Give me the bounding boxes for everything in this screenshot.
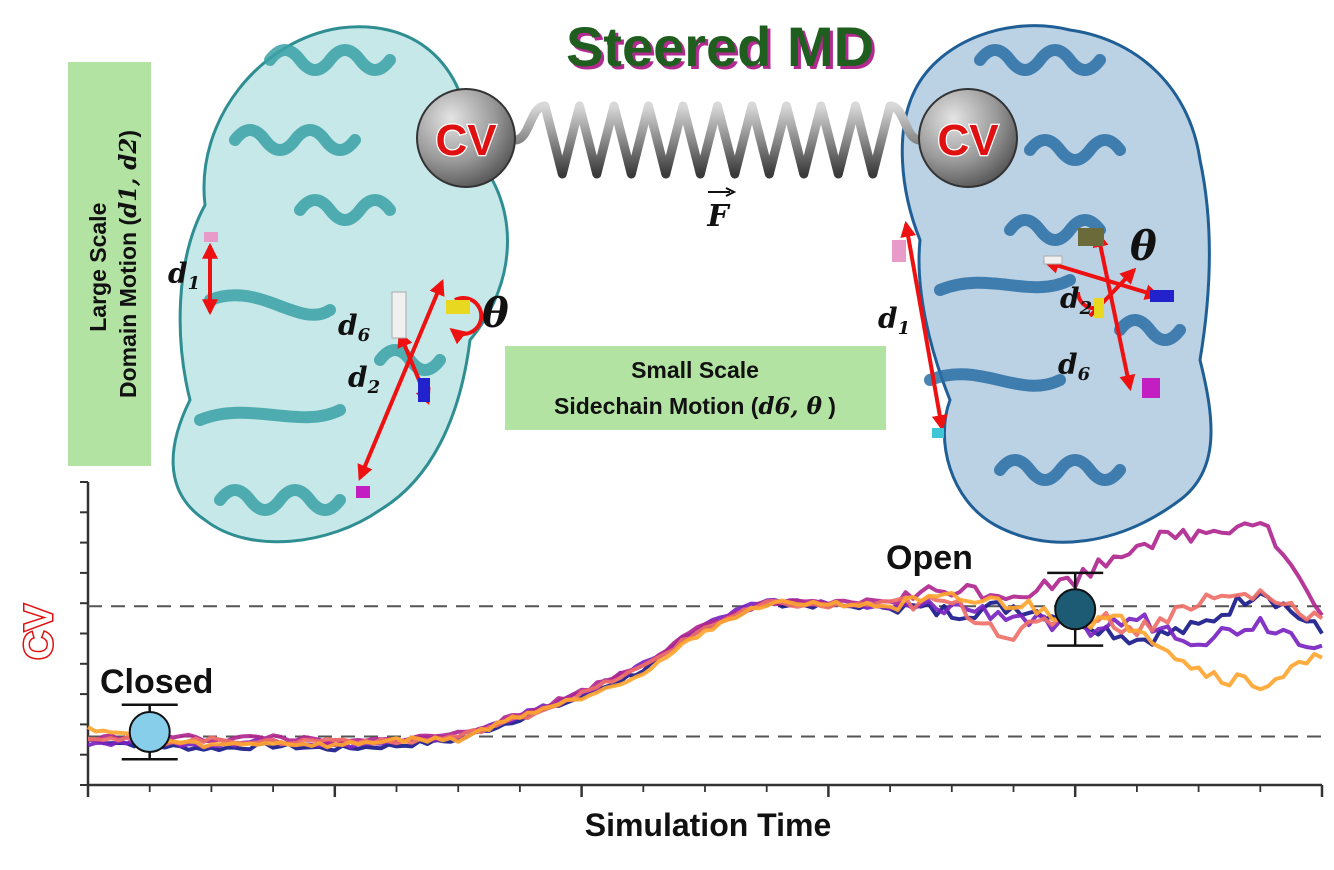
closed-helix-1 bbox=[264, 44, 396, 76]
state-marker-closed bbox=[128, 710, 171, 753]
open-d1-arrow bbox=[900, 220, 948, 432]
trajectory-orange bbox=[87, 591, 1323, 750]
cv-label-right: CV bbox=[937, 116, 999, 165]
large-scale-line2: Domain Motion (d1, d2) bbox=[115, 130, 142, 398]
cv-sphere-left bbox=[416, 88, 516, 188]
large-scale-line1: Large Scale bbox=[85, 203, 111, 332]
large-scale-box: Large Scale Domain Motion (d1, d2) bbox=[68, 62, 151, 466]
open-helix-3 bbox=[1004, 214, 1106, 246]
closed-sidechain-3 bbox=[418, 378, 430, 402]
large-scale-box-bg bbox=[68, 62, 151, 466]
diagram-title-shadow: Steered MD bbox=[569, 18, 877, 81]
closed-sidechain-5 bbox=[391, 291, 407, 339]
large-scale-box-text: Large Scale Domain Motion (d1, d2) bbox=[85, 130, 142, 398]
trajectory-navy bbox=[87, 591, 1324, 753]
x-axis-ticks bbox=[86, 785, 1324, 797]
spring-coil bbox=[510, 101, 925, 179]
open-helix-2 bbox=[1024, 134, 1126, 166]
closed-d6-label: d6 bbox=[338, 309, 371, 346]
open-theta-label: θ bbox=[1130, 223, 1157, 270]
state-markers bbox=[121, 571, 1104, 761]
open-sidechain-4 bbox=[1150, 290, 1174, 302]
closed-helix-2 bbox=[229, 124, 361, 156]
closed-helix-3 bbox=[294, 194, 396, 226]
cv-sphere-right bbox=[918, 88, 1018, 188]
trajectory-salmon bbox=[87, 588, 1324, 747]
cv-node-right: CV bbox=[918, 88, 1018, 188]
cv-node-left: CV bbox=[416, 88, 516, 188]
steering-spring bbox=[510, 101, 925, 179]
open-sidechain-6 bbox=[1043, 255, 1063, 265]
open-sidechain-7 bbox=[1094, 298, 1104, 318]
closed-theta-arc bbox=[449, 296, 484, 345]
closed-sidechain-4 bbox=[446, 300, 470, 314]
small-scale-box: Small Scale Sidechain Motion (d6, θ ) bbox=[505, 346, 886, 430]
y-axis-ticks bbox=[80, 481, 88, 786]
trajectory-series bbox=[87, 521, 1324, 753]
closed-loop-2 bbox=[194, 404, 346, 426]
small-scale-box-bg bbox=[505, 346, 886, 430]
diagram-title: Steered MD bbox=[566, 15, 874, 78]
trajectory-magenta bbox=[87, 521, 1324, 746]
closed-d1-label: d1 bbox=[168, 257, 200, 294]
open-sidechain-1 bbox=[892, 240, 906, 262]
trajectory-purple bbox=[87, 597, 1323, 750]
closed-sidechain-2 bbox=[356, 486, 370, 498]
closed-theta-label: θ bbox=[482, 290, 509, 337]
open-sidechain-5 bbox=[1078, 228, 1104, 246]
x-axis-label: Simulation Time bbox=[585, 807, 832, 843]
force-vector-label: F bbox=[706, 187, 737, 234]
open-d6-label: d6 bbox=[1058, 348, 1091, 385]
cv-label-left: CV bbox=[435, 116, 497, 165]
open-protein-structure: d1 d2 d6 θ bbox=[878, 24, 1213, 544]
force-vector-arrowhead bbox=[725, 187, 737, 197]
open-d1-label: d1 bbox=[878, 302, 910, 339]
open-sidechain-2 bbox=[932, 428, 944, 438]
force-label: F bbox=[706, 199, 731, 234]
small-scale-line2: Sidechain Motion (d6, θ ) bbox=[554, 393, 836, 420]
small-scale-line1: Small Scale bbox=[631, 357, 759, 383]
cv-trajectory-chart: CV Simulation Time Closed Open bbox=[16, 481, 1324, 843]
open-loop-2 bbox=[934, 274, 1076, 296]
open-helix-1 bbox=[974, 44, 1106, 76]
state-marker-open bbox=[1054, 588, 1097, 631]
state-label-open: Open bbox=[886, 539, 973, 577]
open-helix-5 bbox=[994, 454, 1126, 486]
y-axis-label: CV bbox=[17, 604, 61, 660]
open-sidechain-3 bbox=[1142, 378, 1160, 398]
closed-d2-label: d2 bbox=[348, 361, 380, 398]
open-d6-arrow bbox=[1092, 230, 1136, 392]
closed-sidechain-1 bbox=[204, 232, 218, 242]
state-label-closed: Closed bbox=[100, 663, 213, 701]
open-d2-label: d2 bbox=[1060, 282, 1092, 319]
closed-loop-1 bbox=[204, 289, 336, 321]
closed-helix-5 bbox=[214, 484, 346, 516]
